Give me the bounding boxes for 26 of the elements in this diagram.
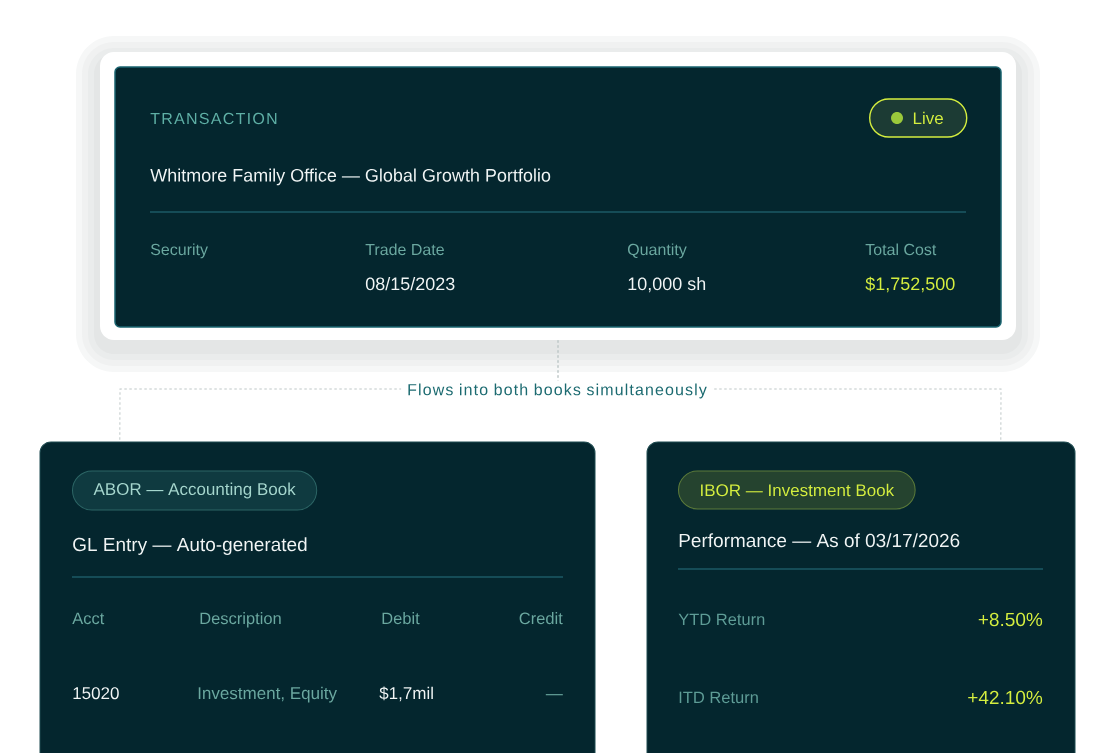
column-header: Acct — [72, 612, 105, 625]
column-header: Description — [200, 612, 281, 628]
card-title: GL Entry — Auto-generated — [73, 537, 307, 555]
column-header: Debit — [382, 612, 420, 625]
card-title: Performance — As of 03/17/2026 — [679, 533, 960, 548]
field-label: Trade Date — [365, 243, 444, 256]
field-value: 10,000 sh — [628, 276, 706, 293]
table-cell: 15020 — [73, 687, 119, 700]
field-label: Security — [150, 243, 208, 259]
metric-label: YTD Return — [678, 613, 765, 626]
metric-value: +42.10% — [968, 690, 1043, 705]
card-title: Whitmore Family Office — Global Growth Portfolio — [150, 168, 551, 186]
metric-label: ITD Return — [679, 691, 758, 704]
field-label: Total Cost — [865, 243, 937, 256]
field-value: 08/15/2023 — [365, 276, 455, 291]
section-label: TRANSACTION — [150, 112, 277, 125]
metric-value: +8.50% — [978, 612, 1043, 627]
book-tag: ABOR — Accounting Book — [72, 470, 318, 511]
column-header: Credit — [519, 612, 563, 625]
table-cell: Investment, Equity — [198, 686, 337, 703]
book-tag: IBOR — Investment Book — [678, 470, 916, 510]
field-label: Quantity — [627, 243, 687, 259]
table-cell: — — [545, 694, 563, 696]
table-cell: $1,7mil — [379, 686, 433, 702]
edge-label: Flows into both books simultaneously — [401, 380, 713, 402]
field-value: $1,752,500 — [865, 276, 955, 293]
